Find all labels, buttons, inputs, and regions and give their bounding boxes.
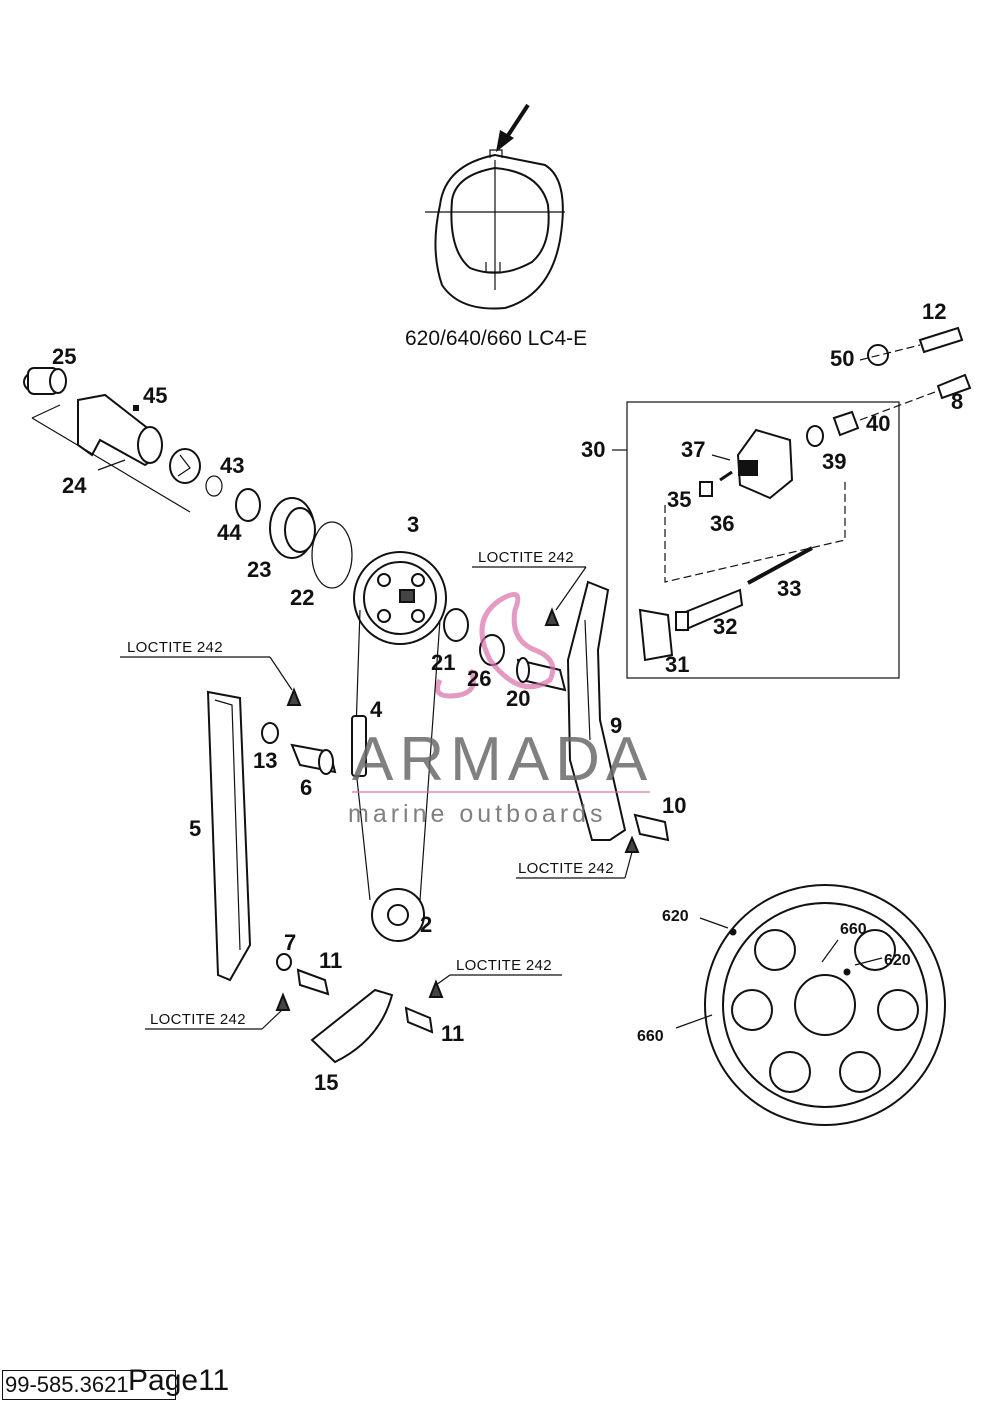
- chain-guide-right: [566, 580, 627, 841]
- callout: 2: [420, 912, 432, 937]
- callout: 50: [830, 346, 854, 371]
- sprocket-mark: 660: [637, 1028, 664, 1045]
- callout: 22: [290, 585, 314, 610]
- callout: 32: [713, 614, 737, 639]
- callout: 15: [314, 1070, 338, 1095]
- lower-guide-fasteners: [276, 953, 434, 1064]
- tensioner-bolts: [859, 326, 972, 421]
- guide-bolt: [633, 813, 670, 842]
- callout: 25: [52, 344, 76, 369]
- callout: 45: [143, 383, 167, 408]
- callout: 10: [662, 793, 686, 818]
- guide-pin-and-washer: [261, 715, 367, 777]
- callout: 33: [777, 576, 801, 601]
- callout: 44: [217, 520, 242, 545]
- callout: 20: [506, 686, 530, 711]
- callout: 40: [866, 411, 890, 436]
- watermark-logo-mark: [435, 591, 556, 699]
- callout: 12: [922, 299, 946, 324]
- callout: 3: [407, 512, 419, 537]
- loctite-label: LOCTITE 242: [150, 1011, 246, 1028]
- callout: 11: [319, 948, 342, 973]
- camshaft-assembly: [23, 367, 353, 589]
- loctite-note: LOCTITE 242: [435, 957, 562, 986]
- loctite-label: LOCTITE 242: [518, 860, 614, 877]
- cam-sprocket: [353, 551, 447, 645]
- chain-guide-left: [206, 690, 252, 982]
- engine-variant-caption: 620/640/660 LC4-E: [405, 327, 587, 350]
- callout: 13: [253, 748, 277, 773]
- callout: 31: [665, 652, 689, 677]
- sprocket-mark: 660: [840, 921, 867, 938]
- sprocket-timing-detail: [675, 884, 946, 1126]
- document-number: 99-585.3621: [2, 1370, 176, 1400]
- loctite-note: LOCTITE 242: [472, 549, 587, 611]
- callout: 30: [581, 437, 605, 462]
- callout: 5: [189, 816, 201, 841]
- callout: 39: [822, 449, 846, 474]
- callout: 9: [610, 713, 622, 738]
- sprocket-mark: 620: [662, 908, 689, 925]
- callout: 8: [951, 389, 963, 414]
- callout: 6: [300, 775, 312, 800]
- sprocket-mark: 620: [884, 952, 911, 969]
- loctite-note: LOCTITE 242: [145, 1009, 283, 1030]
- loctite-drop-icon: [624, 835, 640, 853]
- callout: 23: [247, 557, 271, 582]
- callout: 24: [62, 473, 87, 498]
- callout: 26: [467, 666, 491, 691]
- callout: 11: [441, 1021, 464, 1046]
- callout: 7: [284, 930, 296, 955]
- callout: 36: [710, 511, 734, 536]
- loctite-drop-icon: [544, 607, 560, 626]
- callout: 4: [370, 697, 383, 722]
- callout: 37: [681, 437, 705, 462]
- callout: 43: [220, 453, 244, 478]
- loctite-drop-icon: [428, 979, 444, 998]
- crank-sprocket: [371, 888, 425, 942]
- loctite-note: LOCTITE 242: [516, 851, 633, 879]
- timing-chain-right-run: [419, 619, 441, 901]
- loctite-label: LOCTITE 242: [127, 639, 223, 656]
- loctite-drop-icon: [286, 687, 302, 706]
- loctite-label: LOCTITE 242: [478, 549, 574, 566]
- callout: 21: [431, 650, 455, 675]
- loctite-label: LOCTITE 242: [456, 957, 552, 974]
- loctite-drop-icon: [275, 992, 291, 1011]
- loctite-note: LOCTITE 242: [120, 639, 293, 691]
- tensioner-assembly-box: [612, 401, 900, 679]
- cam-profile-illustration: [425, 103, 565, 310]
- page-number: Page11: [128, 1364, 230, 1397]
- watermark-brand: ARMADA: [352, 725, 653, 794]
- watermark-tagline: marine outboards: [348, 800, 607, 828]
- callout: 35: [667, 487, 691, 512]
